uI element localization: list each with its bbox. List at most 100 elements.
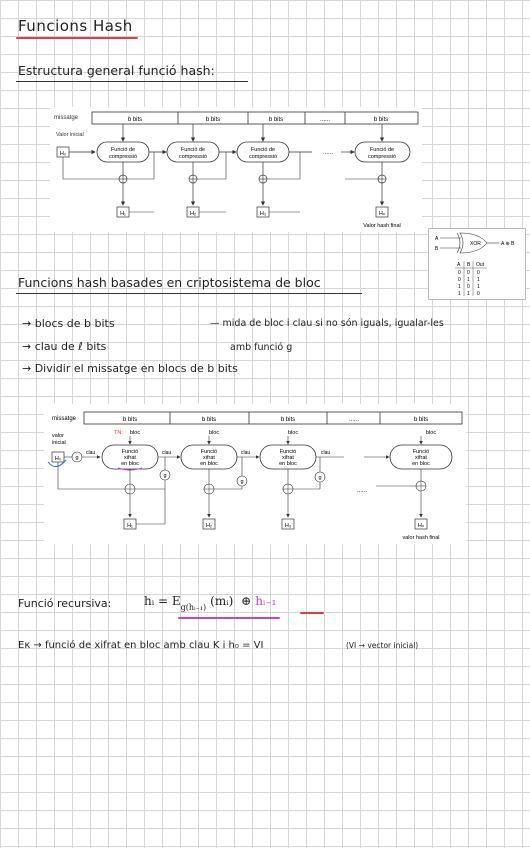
- blue-annotation-mark: [47, 459, 67, 467]
- hash-structure-diagram: missatge b bits b bits b bits ...... b b…: [50, 107, 422, 232]
- block-cipher-hash-diagram: missatge b bits b bits b bits ...... b b…: [44, 404, 466, 544]
- svg-text:g: g: [163, 473, 166, 479]
- svg-text:0: 0: [477, 291, 480, 297]
- output2-box-3: H₃: [281, 518, 295, 530]
- svg-text:Funció: Funció: [280, 449, 297, 455]
- svg-text:1: 1: [467, 277, 470, 283]
- svg-text:Funció de: Funció de: [370, 147, 394, 153]
- svg-text:en bloc: en bloc: [412, 461, 430, 467]
- formula-red-underline: [300, 612, 324, 614]
- block-cipher-hash-svg: missatge b bits b bits b bits ...... b b…: [47, 411, 463, 541]
- final-hash-label: Valor hash final: [363, 223, 401, 229]
- svg-text:B: B: [467, 262, 471, 268]
- block2-label-1: b bits: [123, 417, 137, 423]
- svg-text:0: 0: [477, 270, 480, 276]
- bloc-label-1: bloc: [130, 430, 140, 436]
- svg-text:xifrat: xifrat: [203, 455, 215, 461]
- svg-text:1: 1: [477, 284, 480, 290]
- output2-box-2: H₂: [202, 518, 216, 530]
- svg-text:H₃: H₃: [260, 211, 266, 217]
- block2-label-3: b bits: [281, 417, 295, 423]
- compression-function-1: Funció de compressió: [96, 141, 150, 163]
- tn-annotation: TN:: [114, 430, 123, 436]
- page-title: Funcions Hash: [18, 17, 133, 35]
- svg-text:Funció: Funció: [413, 449, 430, 455]
- clau-label-1: clau: [86, 450, 95, 456]
- output-box-1: H₁: [116, 206, 130, 218]
- section1-underline: [16, 81, 248, 82]
- svg-text:Out: Out: [476, 262, 485, 268]
- ek-definition: Eκ → funció de xifrat en bloc amb clau K…: [18, 640, 264, 651]
- g-node-4: g: [314, 471, 326, 483]
- compression-function-3: Funció de compressió: [236, 141, 290, 163]
- xor-gate-label: XOR: [470, 241, 481, 247]
- block-cipher-3: Funció xifrat en bloc: [259, 444, 317, 470]
- section2-underline: [16, 293, 362, 294]
- compression-function-n: Funció de compressió: [354, 141, 411, 163]
- block-cipher-2: Funció xifrat en bloc: [180, 444, 238, 470]
- bloc-label-3: bloc: [288, 430, 298, 436]
- message-label-2: missatge: [52, 416, 77, 422]
- svg-text:Funció de: Funció de: [111, 147, 135, 153]
- xor-input-b: B: [435, 246, 439, 252]
- xor-nodes-row2: [124, 469, 427, 495]
- block-label-dots: ......: [320, 117, 330, 123]
- formula-purple-underline: [178, 617, 280, 619]
- svg-text:compressió: compressió: [368, 154, 396, 160]
- output-box-3: H₃: [256, 206, 270, 218]
- svg-text:H₁: H₁: [120, 211, 126, 217]
- bullet-split-message: → Dividir el missatge en blocs de b bits: [22, 362, 238, 375]
- svg-text:H₃: H₃: [285, 523, 291, 529]
- hash-structure-svg: missatge b bits b bits b bits ...... b b…: [54, 111, 419, 229]
- svg-text:Hₙ: Hₙ: [379, 211, 386, 217]
- output2-box-1: H₁: [123, 518, 137, 530]
- svg-text:H₁: H₁: [127, 523, 133, 529]
- bullet-key-size: → clau de ℓ bits: [22, 340, 107, 353]
- initial-value-label-2a: valor: [52, 433, 64, 439]
- block2-label-2: b bits: [202, 417, 216, 423]
- xor-nodes-row1: [118, 162, 387, 184]
- svg-text:0: 0: [467, 284, 470, 290]
- svg-text:0: 0: [458, 270, 461, 276]
- vi-note: (VI → vector inicial): [346, 641, 419, 650]
- initial-value-label: Valor inicial: [56, 132, 84, 138]
- svg-text:xifrat: xifrat: [124, 455, 136, 461]
- output-box-n: Hₙ: [375, 206, 389, 218]
- svg-text:0: 0: [467, 270, 470, 276]
- svg-text:xifrat: xifrat: [282, 455, 294, 461]
- block-label-n: b bits: [374, 117, 388, 123]
- output2-box-n: Hₙ: [414, 518, 428, 530]
- formula-lhs: hᵢ = E: [144, 594, 181, 608]
- svg-text:en bloc: en bloc: [279, 461, 297, 467]
- note-size-mismatch: — mida de bloc i clau si no són iguals, …: [210, 318, 444, 329]
- svg-text:compressió: compressió: [109, 154, 137, 160]
- recursive-function-label: Funció recursiva:: [18, 597, 112, 610]
- final-hash-label-2: valor hash final: [403, 535, 440, 541]
- svg-text:xifrat: xifrat: [415, 455, 427, 461]
- svg-text:Funció: Funció: [122, 449, 139, 455]
- svg-text:en bloc: en bloc: [121, 461, 139, 467]
- svg-text:1: 1: [477, 277, 480, 283]
- formula-previous-hash: hᵢ₋₁: [255, 594, 277, 608]
- svg-text:compressió: compressió: [249, 154, 277, 160]
- block-label-2: b bits: [206, 117, 220, 123]
- svg-text:0: 0: [458, 277, 461, 283]
- svg-text:A: A: [457, 262, 461, 268]
- xor-output: A ⊕ B: [501, 241, 515, 247]
- clau-label-2: clau: [162, 450, 171, 456]
- recursive-formula: hᵢ = Eg(hᵢ₋₁)(mᵢ) ⊕hᵢ₋₁: [144, 594, 277, 612]
- h0-label-2: H₀: [55, 456, 61, 462]
- formula-subscript: g(hᵢ₋₁): [180, 603, 207, 612]
- chain-dots: ......: [323, 150, 333, 156]
- svg-text:g: g: [75, 455, 78, 461]
- chain-dots-2: ......: [357, 488, 367, 494]
- block2-label-n: b bits: [414, 417, 428, 423]
- svg-text:H₂: H₂: [190, 211, 196, 217]
- svg-text:1: 1: [458, 284, 461, 290]
- clau-label-4: clau: [321, 450, 330, 456]
- svg-text:1: 1: [458, 291, 461, 297]
- section2-heading: Funcions hash basades en criptosistema d…: [18, 275, 321, 290]
- block-cipher-1: Funció xifrat en bloc: [101, 444, 159, 470]
